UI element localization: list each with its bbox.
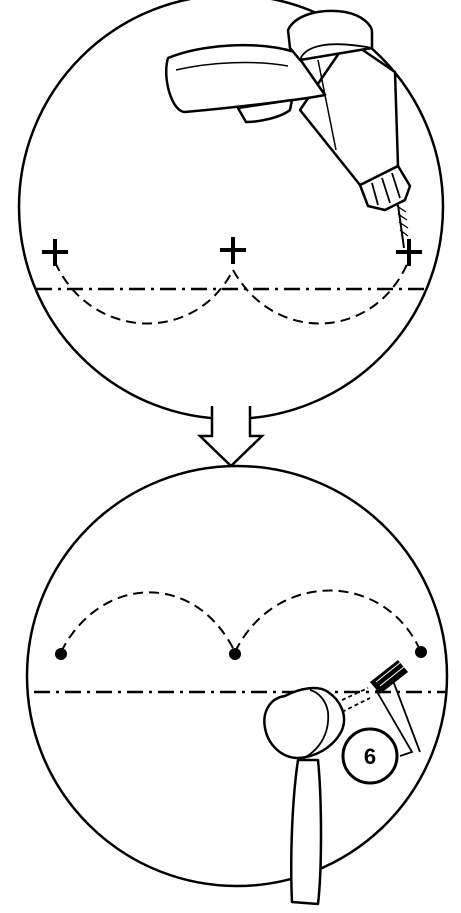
- hole-right: [415, 646, 427, 658]
- top-step-panel: [19, 0, 443, 419]
- callout-label: 6: [364, 744, 376, 769]
- hole-center: [229, 648, 241, 660]
- bottom-step-panel: 6: [27, 466, 447, 904]
- hole-left: [55, 648, 67, 660]
- callout-badge: 6: [343, 729, 397, 783]
